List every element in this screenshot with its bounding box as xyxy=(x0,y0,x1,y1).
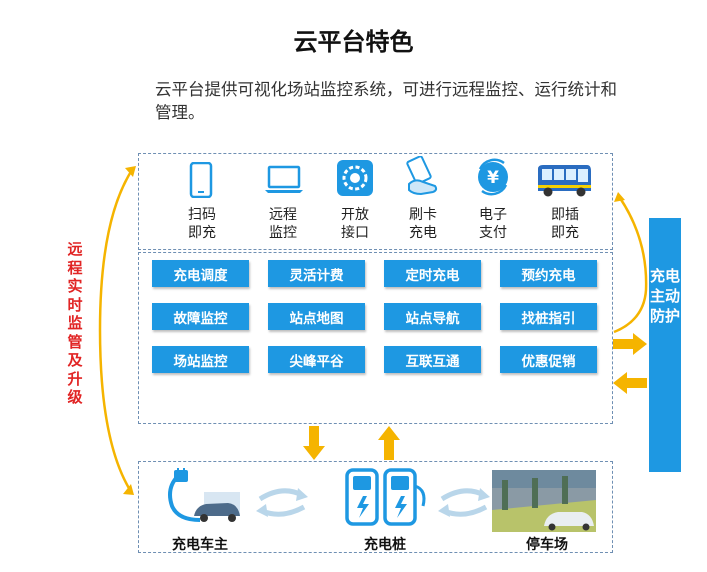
icon-label-line: 电子 xyxy=(479,207,507,223)
arrow-right-icon xyxy=(613,333,647,355)
feature-charge-dispatch: 充电调度 xyxy=(152,260,249,287)
feature-timed-charge: 定时充电 xyxy=(384,260,481,287)
icon-label-api: 开放 接口 xyxy=(325,206,385,242)
icon-label-remote: 远程 监控 xyxy=(253,206,313,242)
subtitle: 云平台提供可视化场站监控系统，可进行远程监控、运行统计和管理。 xyxy=(155,80,617,122)
icon-label-line: 充电 xyxy=(409,225,437,241)
icon-label-plug: 即插 即充 xyxy=(535,206,595,242)
icon-label-line: 刷卡 xyxy=(409,207,437,223)
feature-panel xyxy=(138,252,613,424)
page-title: 云平台特色 xyxy=(293,28,414,56)
right-curve-arrow xyxy=(613,192,648,334)
feature-site-navigation: 站点导航 xyxy=(384,303,481,330)
svg-text:¥: ¥ xyxy=(487,168,499,188)
arrow-up-icon xyxy=(378,426,400,460)
phone-icon xyxy=(189,162,213,198)
feature-fault-monitor: 故障监控 xyxy=(152,303,249,330)
laptop-icon xyxy=(265,165,303,193)
right-side-bar: 充电主动防护 xyxy=(649,218,681,472)
feature-interconnect: 互联互通 xyxy=(384,346,481,373)
swap-arrows-icon xyxy=(256,488,308,517)
icon-label-line: 即充 xyxy=(188,225,216,241)
ev-plug-car-icon xyxy=(168,468,240,522)
right-side-label: 充电主动防护 xyxy=(649,267,680,325)
top-panel xyxy=(138,153,613,250)
feature-site-map: 站点地图 xyxy=(268,303,365,330)
label-ev-owner: 充电车主 xyxy=(172,537,228,553)
icon-label-line: 接口 xyxy=(341,225,369,241)
icon-label-line: 即插 xyxy=(551,207,579,223)
icon-label-pay: 电子 支付 xyxy=(463,206,523,242)
yen-coin-icon: ¥ xyxy=(478,158,508,196)
icon-label-line: 监控 xyxy=(269,225,297,241)
card-hand-icon xyxy=(406,156,438,196)
label-charging-pile: 充电桩 xyxy=(364,537,406,553)
parking-lot-photo xyxy=(492,470,596,532)
icon-label-line: 开放 xyxy=(341,207,369,223)
icon-label-scan: 扫码 即充 xyxy=(172,206,232,242)
label-parking-lot: 停车场 xyxy=(526,537,568,553)
arrow-left-icon xyxy=(613,372,647,394)
icon-label-line: 扫码 xyxy=(188,207,216,223)
left-side-label: 远程实时监管及升级 xyxy=(67,240,83,406)
feature-station-monitor: 场站监控 xyxy=(152,346,249,373)
icon-label-line: 远程 xyxy=(269,207,297,223)
swap-arrows-icon xyxy=(438,488,490,517)
icon-label-line: 支付 xyxy=(479,225,507,241)
bottom-panel xyxy=(138,461,613,553)
feature-reserve-charge: 预约充电 xyxy=(500,260,597,287)
feature-flexible-billing: 灵活计费 xyxy=(268,260,365,287)
feature-pile-guide: 找桩指引 xyxy=(500,303,597,330)
arrow-down-icon xyxy=(303,426,325,460)
feature-promotion: 优惠促销 xyxy=(500,346,597,373)
icon-label-card: 刷卡 充电 xyxy=(393,206,453,242)
left-curve-arrow xyxy=(98,166,136,495)
gear-icon xyxy=(337,160,373,196)
feature-peak-valley: 尖峰平谷 xyxy=(268,346,365,373)
icon-label-line: 即充 xyxy=(551,225,579,241)
bus-icon xyxy=(538,165,591,197)
charging-pile-icon xyxy=(345,468,426,526)
